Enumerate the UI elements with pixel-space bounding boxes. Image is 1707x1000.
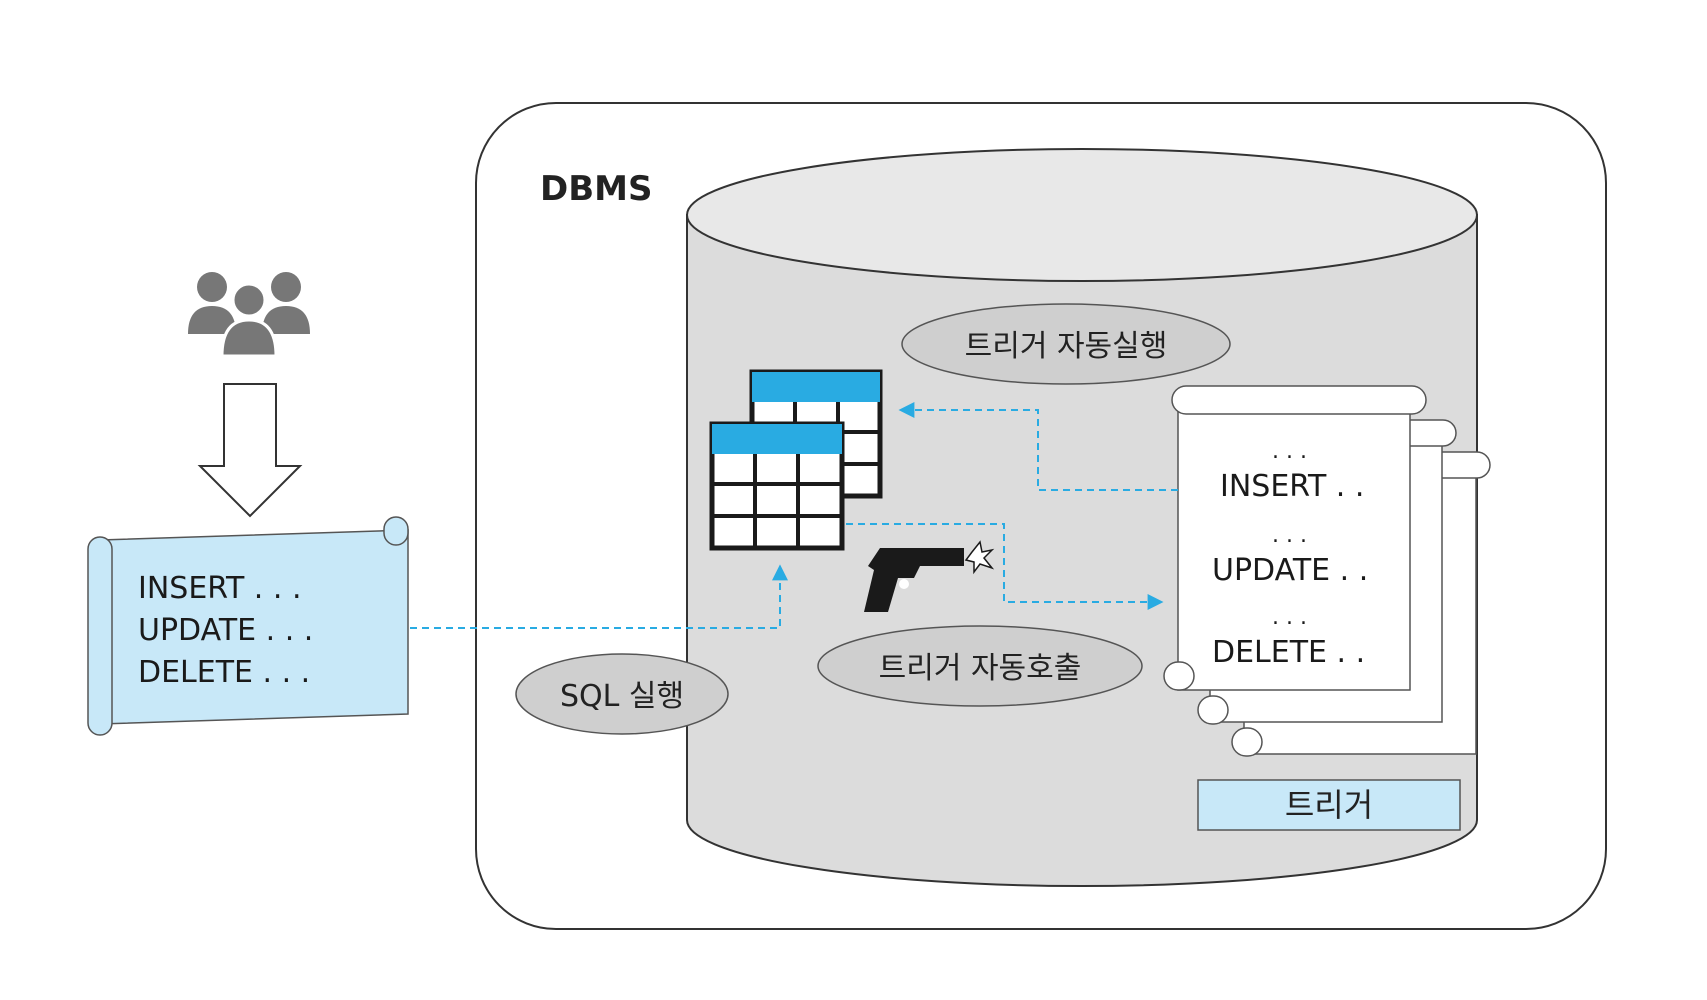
trigger-auto-call-bubble — [817, 625, 1143, 707]
gun-icon — [864, 540, 995, 612]
trigger-line-delete: DELETE . . — [1212, 635, 1365, 670]
client-line-insert: INSERT . . . — [138, 571, 302, 606]
table-icon — [709, 369, 883, 551]
trigger-auto-call-label: 트리거 자동호출 — [879, 651, 1082, 686]
sql-exec-bubble — [515, 653, 729, 735]
trigger-auto-exec-label: 트리거 자동실행 — [965, 329, 1168, 364]
sql-exec-label: SQL 실행 — [560, 679, 684, 714]
trigger-dots-2: . . . — [1272, 523, 1307, 548]
client-line-update: UPDATE . . . — [138, 613, 313, 648]
trigger-call-arrow — [846, 523, 1164, 610]
client-sql-scroll: INSERT . . . UPDATE . . . DELETE . . . — [87, 516, 409, 736]
trigger-dots-3: . . . — [1272, 605, 1307, 630]
down-arrow-icon — [197, 383, 303, 518]
trigger-box — [1197, 779, 1461, 831]
trigger-dots-1: . . . — [1272, 439, 1307, 464]
users-icon — [188, 272, 310, 358]
trigger-line-update: UPDATE . . — [1212, 553, 1368, 588]
client-line-delete: DELETE . . . — [138, 655, 310, 690]
trigger-scroll-stack: . . . INSERT . . . . . UPDATE . . . . . … — [1163, 385, 1491, 757]
trigger-line-insert: INSERT . . — [1220, 469, 1364, 504]
dbms-title: DBMS — [540, 169, 652, 209]
trigger-auto-exec-bubble — [901, 303, 1231, 385]
trigger-box-label: 트리거 — [1285, 786, 1373, 824]
trigger-exec-arrow — [898, 402, 1178, 491]
sql-exec-arrow — [410, 564, 788, 629]
